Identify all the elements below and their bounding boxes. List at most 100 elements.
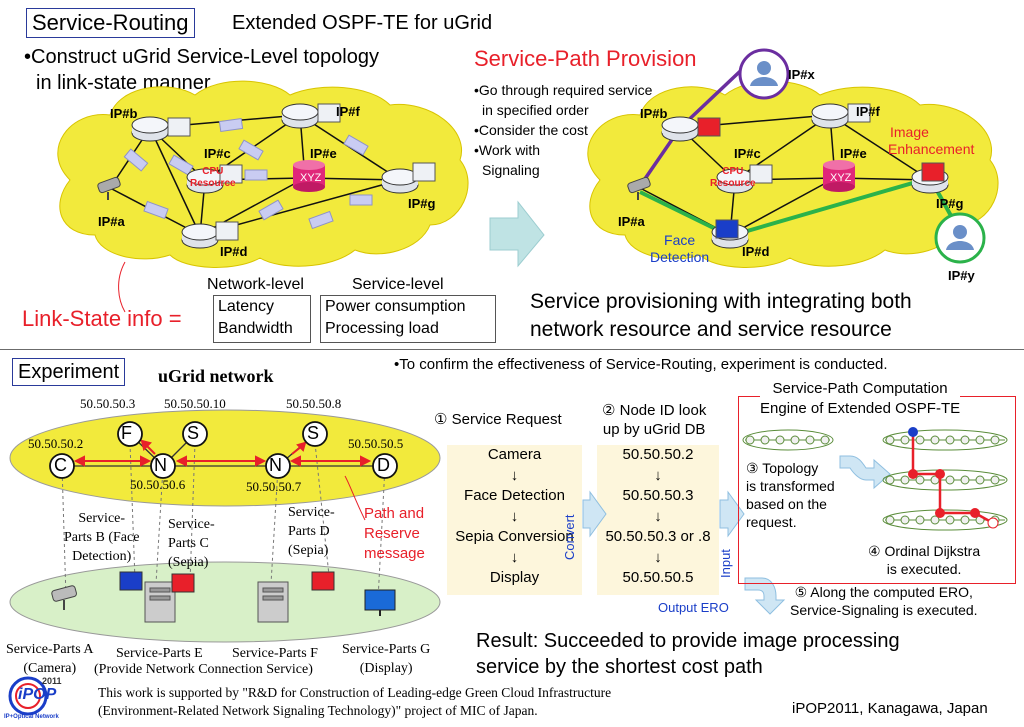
label-line: Parts C bbox=[168, 536, 209, 551]
right-cpu-label: CPU Resource bbox=[710, 166, 756, 190]
node-N1: N bbox=[154, 455, 167, 475]
label-line: This work is supported by "R&D for Const… bbox=[98, 685, 612, 700]
node-id-item: 50.50.50.2 bbox=[622, 446, 694, 463]
left-node-e: IP#e bbox=[310, 146, 337, 161]
venue: iPOP2011, Kanagawa, Japan bbox=[792, 700, 988, 717]
node-C: C bbox=[54, 455, 67, 475]
section-divider bbox=[0, 349, 1024, 350]
right-node-g: IP#g bbox=[936, 196, 964, 211]
node-id-arrow: ↓ bbox=[654, 466, 662, 484]
engine-step3: ③ Topology is transformed based on the r… bbox=[746, 459, 835, 531]
label-line: service by the shortest cost path bbox=[476, 656, 763, 678]
parts-g-label: Service-Parts G (Display) bbox=[342, 640, 430, 678]
ip-label: 50.50.50.7 bbox=[246, 479, 302, 494]
request-column: Camera ↓ Face Detection ↓ Sepia Conversi… bbox=[447, 445, 582, 595]
left-node-g: IP#g bbox=[408, 196, 436, 211]
node-N2: N bbox=[269, 455, 282, 475]
label-line: request. bbox=[746, 514, 797, 530]
left-node-d: IP#d bbox=[220, 244, 248, 259]
request-arrow: ↓ bbox=[510, 507, 519, 525]
image-enhancement-label: Image Enhancement bbox=[888, 124, 974, 158]
left-node-c: IP#c bbox=[204, 146, 231, 161]
ip-label: 50.50.50.8 bbox=[286, 396, 342, 411]
ip-label: 50.50.50.3 bbox=[80, 396, 136, 411]
label-line: is executed. bbox=[886, 561, 962, 577]
label-line: Parts D bbox=[288, 524, 330, 539]
ip-label: 50.50.50.5 bbox=[348, 436, 404, 451]
label-line: is transformed bbox=[746, 478, 835, 494]
request-arrow: ↓ bbox=[510, 548, 519, 566]
label-line: message bbox=[364, 545, 425, 562]
experiment-note: •To confirm the effectiveness of Service… bbox=[394, 356, 888, 373]
node-S1: S bbox=[187, 423, 200, 443]
right-node-b: IP#b bbox=[640, 106, 668, 121]
left-node-f: IP#f bbox=[336, 104, 360, 119]
output-ero-label: Output ERO bbox=[658, 600, 729, 615]
label-line: Face bbox=[664, 232, 696, 248]
logo-text: iPOP bbox=[18, 686, 57, 703]
right-node-a: IP#a bbox=[618, 214, 645, 229]
left-cpu-label: CPU Resource bbox=[190, 166, 236, 190]
network-level-header: Network-level bbox=[207, 276, 304, 293]
ipop-logo: iPOP 2011 IP+Optical Network bbox=[4, 674, 70, 722]
node-F: F bbox=[121, 423, 132, 443]
cpu-label-line: Resource bbox=[190, 178, 236, 189]
label-line: Parts B (Face bbox=[64, 530, 140, 545]
label-line: Service- bbox=[288, 505, 335, 520]
header-subtitle: Extended OSPF-TE for uGrid bbox=[232, 12, 493, 34]
right-node-f: IP#f bbox=[856, 104, 880, 119]
right-node-d: IP#d bbox=[742, 244, 770, 259]
node-id-arrow: ↓ bbox=[654, 548, 662, 566]
right-node-e: IP#e bbox=[840, 146, 867, 161]
display-icon bbox=[364, 589, 396, 616]
ip-label: 50.50.50.6 bbox=[130, 477, 186, 492]
router-icon bbox=[131, 103, 419, 249]
label-line: Service-Signaling is executed. bbox=[790, 602, 978, 618]
logo-year: 2011 bbox=[42, 676, 62, 686]
node-D: D bbox=[377, 455, 390, 475]
label-line: (Display) bbox=[359, 661, 413, 676]
xyz-cylinder-icon bbox=[293, 160, 325, 192]
network-item: Bandwidth bbox=[218, 320, 293, 337]
node-S2: S bbox=[307, 423, 320, 443]
label-line: ② Node ID look bbox=[602, 402, 707, 419]
label-line: Result: Succeeded to provide image proce… bbox=[476, 630, 900, 652]
node-id-item: 50.50.50.5 bbox=[622, 569, 694, 586]
provision-summary: Service provisioning with integrating bo… bbox=[530, 288, 912, 344]
provision-bullet: •Work with bbox=[474, 142, 541, 158]
link-state-label: Link-State info = bbox=[22, 306, 182, 331]
node-id-arrow: ↓ bbox=[654, 507, 662, 525]
provision-bullet: •Go through required service bbox=[474, 82, 653, 98]
provision-bullets: •Go through required service in specifie… bbox=[474, 80, 652, 180]
node-id-column: 50.50.50.2 ↓ 50.50.50.3 ↓ 50.50.50.3 or … bbox=[597, 445, 719, 595]
label-line: Engine of Extended OSPF-TE bbox=[760, 400, 961, 417]
camera-icon bbox=[97, 176, 121, 200]
summary-line: Service provisioning with integrating bo… bbox=[530, 290, 912, 313]
result-text: Result: Succeeded to provide image proce… bbox=[476, 628, 900, 680]
sepia-service-icon bbox=[171, 573, 195, 593]
right-node-x: IP#x bbox=[788, 67, 815, 82]
step2-label: ② Node ID look up by uGrid DB bbox=[602, 401, 706, 439]
step1-label: ① Service Request bbox=[434, 411, 562, 428]
label-line: based on the bbox=[746, 496, 827, 512]
user-icon bbox=[750, 61, 974, 250]
logo-icon bbox=[8, 676, 48, 716]
parts-e-label: Service-Parts E bbox=[116, 646, 203, 661]
ugrid-network-title: uGrid network bbox=[158, 366, 274, 386]
network-level-table: Latency Bandwidth bbox=[213, 295, 311, 343]
section-tag: Service-Routing bbox=[26, 8, 195, 38]
parts-c-label: Service- Parts C (Sepia) bbox=[168, 515, 215, 572]
provision-bullet: Signaling bbox=[482, 162, 540, 178]
provision-bullet: •Consider the cost bbox=[474, 122, 588, 138]
parts-e-f-sub: (Provide Network Connection Service) bbox=[94, 662, 313, 677]
request-item: Face Detection bbox=[464, 487, 565, 504]
label-line: up by uGrid DB bbox=[602, 421, 706, 438]
camera-icon bbox=[51, 585, 77, 610]
request-item: Sepia Conversion bbox=[455, 528, 574, 545]
server-icon bbox=[144, 581, 289, 623]
parts-f-label: Service-Parts F bbox=[232, 646, 318, 661]
